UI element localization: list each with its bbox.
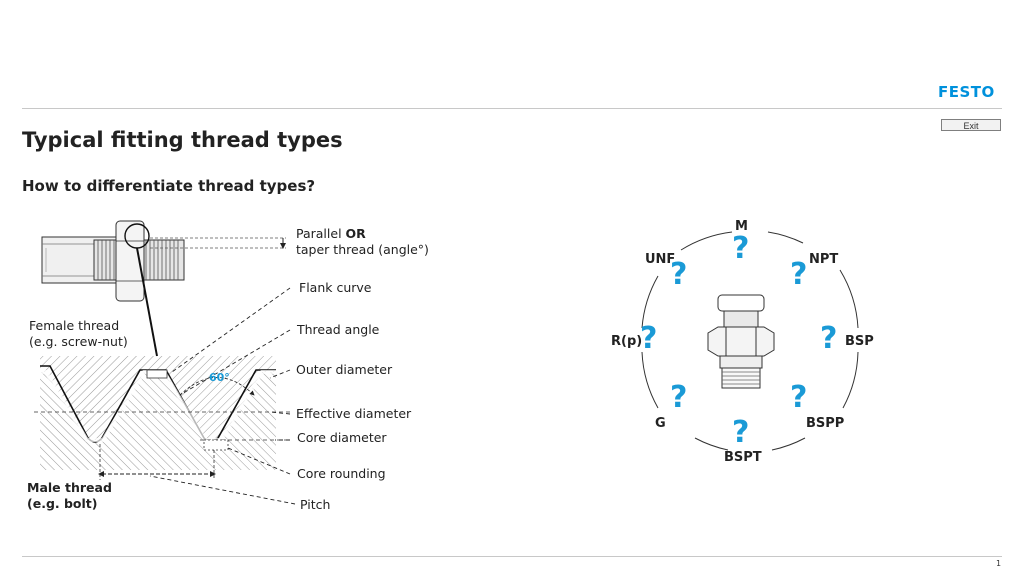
- question-mark-unf: ?: [670, 257, 688, 292]
- type-bsp-label: BSP: [845, 334, 874, 349]
- question-mark-m: ?: [732, 231, 750, 266]
- question-mark-npt: ?: [790, 257, 808, 292]
- type-npt-label: NPT: [809, 252, 839, 267]
- pitch-label: Pitch: [300, 497, 331, 512]
- female-thread-label: Female thread (e.g. screw-nut): [29, 318, 128, 350]
- thread-profile: [34, 356, 290, 480]
- festo-logo: FESTO: [938, 83, 995, 101]
- effective-diameter-label: Effective diameter: [296, 406, 412, 421]
- header-divider: [22, 108, 1002, 109]
- page-number: 1: [996, 559, 1002, 568]
- male-line1: Male thread: [27, 480, 112, 495]
- question-mark-rp: ?: [640, 321, 658, 356]
- taper-line: taper thread (angle°): [296, 242, 429, 257]
- female-line2: (e.g. screw-nut): [29, 334, 128, 349]
- leader-lines: [149, 287, 296, 505]
- type-bspp-label: BSPP: [806, 416, 845, 431]
- flank-curve-label: Flank curve: [299, 280, 372, 295]
- core-diameter-label: Core diameter: [297, 430, 387, 445]
- wheel-arcs: [641, 231, 859, 451]
- type-g-label: G: [655, 416, 666, 431]
- question-mark-bsp: ?: [820, 321, 838, 356]
- parallel-taper-label: Parallel OR taper thread (angle°): [296, 226, 429, 258]
- male-line2: (e.g. bolt): [27, 496, 98, 511]
- type-m-label: M: [735, 219, 748, 234]
- bolt-nut-drawing: [41, 220, 286, 357]
- parallel-prefix: Parallel: [296, 226, 346, 241]
- question-mark-bspt: ?: [732, 415, 750, 450]
- female-line1: Female thread: [29, 318, 120, 333]
- type-unf-label: UNF: [645, 252, 676, 267]
- page-subtitle: How to differentiate thread types?: [22, 177, 316, 195]
- exit-button[interactable]: Exit: [941, 119, 1001, 131]
- footer-divider: [22, 556, 1002, 557]
- type-bspt-label: BSPT: [724, 450, 762, 465]
- fitting-icon: [707, 294, 775, 389]
- or-bold: OR: [345, 226, 366, 241]
- question-mark-bspp: ?: [790, 380, 808, 415]
- angle-label: 60°: [209, 371, 230, 384]
- page-title: Typical fitting thread types: [22, 128, 343, 152]
- outer-diameter-label: Outer diameter: [296, 362, 393, 377]
- question-mark-g: ?: [670, 380, 688, 415]
- thread-type-wheel: [641, 231, 859, 451]
- core-rounding-label: Core rounding: [297, 466, 386, 481]
- thread-angle-label: Thread angle: [297, 322, 380, 337]
- type-rp-label: R(p): [611, 334, 643, 349]
- male-thread-label: Male thread (e.g. bolt): [27, 480, 112, 512]
